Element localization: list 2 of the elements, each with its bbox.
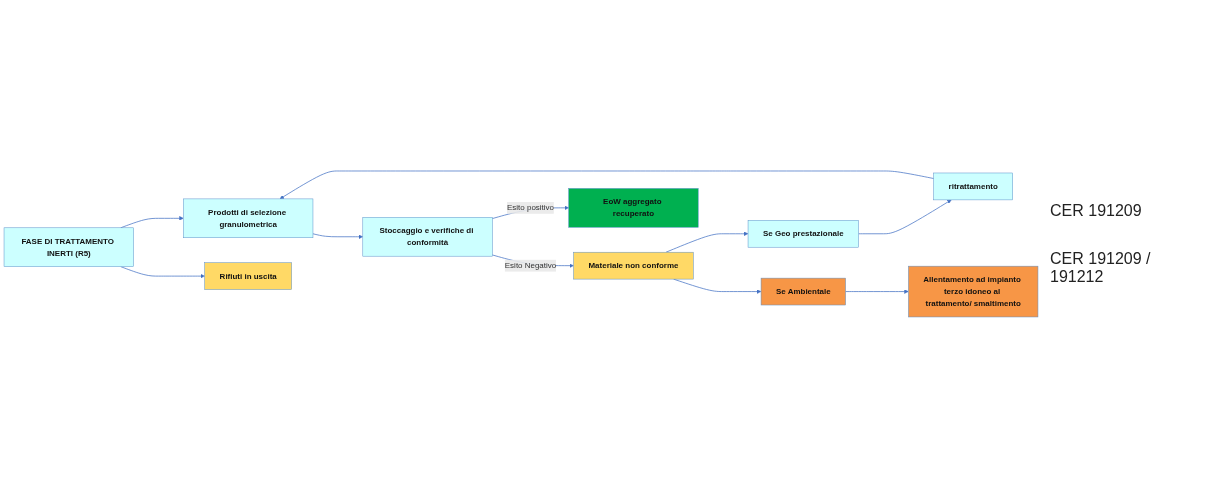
code-note: CER 191209 / 191212 <box>1050 250 1152 286</box>
code-note: CER 191209 <box>1050 202 1143 220</box>
